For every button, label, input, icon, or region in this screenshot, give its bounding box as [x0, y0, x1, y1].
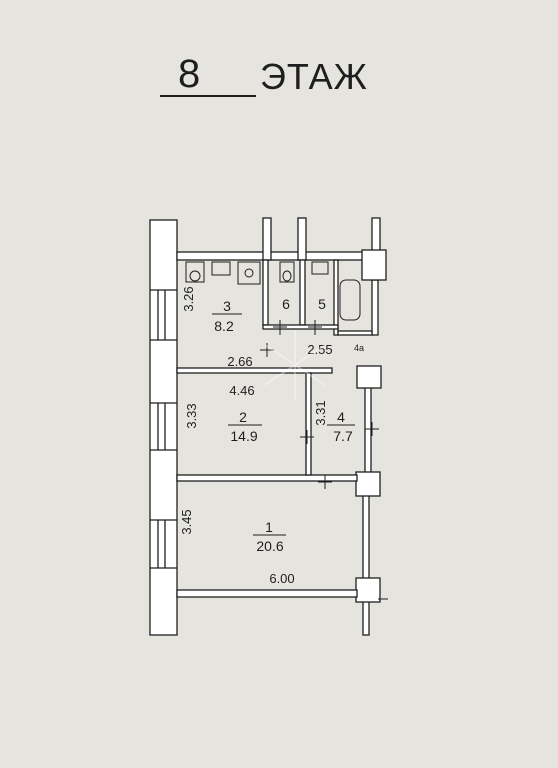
dim-room1-width: 6.00 [269, 571, 294, 586]
room-2-area: 14.9 [230, 428, 257, 444]
column [356, 365, 382, 389]
dim-room2-width: 4.46 [229, 383, 254, 398]
toilet-bowl-icon [189, 270, 201, 282]
watermark-emblem-icon [264, 330, 326, 400]
room-3-number: 3 [223, 298, 231, 314]
dim-room1-height: 3.45 [179, 509, 194, 534]
dimension-labels: 3.26 2.66 2.55 4.46 3.33 3.31 3.45 6.00 [179, 286, 333, 586]
right-wall [362, 599, 370, 636]
bathtub-icon [339, 279, 361, 321]
partition-wall [176, 474, 358, 482]
sink-icon [211, 261, 231, 276]
right-wall [371, 279, 379, 336]
column [355, 471, 381, 497]
room-4-area: 7.7 [333, 428, 353, 444]
room-4a-number: 4а [354, 343, 364, 353]
room-labels: 3 8.2 6 5 4а 2 14.9 4 7.7 1 20.6 [212, 296, 364, 554]
facade-wall [149, 219, 178, 636]
partition-wall [262, 259, 269, 326]
floor-label: ЭТАЖ [260, 56, 368, 97]
bottom-wall [176, 589, 358, 598]
dim-room4-height: 3.31 [313, 400, 328, 425]
room-1-area: 20.6 [256, 538, 283, 554]
floor-number: 8 [178, 52, 201, 96]
riser-wall [297, 217, 307, 261]
partition-wall [337, 330, 373, 336]
riser-wall [262, 217, 272, 261]
right-wall [362, 494, 370, 581]
sanitary-fixtures [185, 261, 361, 321]
door-markers [260, 320, 388, 600]
room-4-number: 4 [337, 409, 345, 425]
window-bands [150, 289, 177, 569]
partition-wall [176, 367, 333, 374]
partition-wall [305, 372, 312, 476]
watermark [250, 325, 340, 405]
partition-wall [262, 324, 339, 330]
toilet-icon [185, 261, 205, 283]
partition-wall [299, 259, 306, 326]
room-3-area: 8.2 [214, 318, 234, 334]
room-5-number: 5 [318, 296, 326, 312]
dim-room3-height: 3.26 [181, 286, 196, 311]
floor-number-underline [160, 95, 256, 97]
dim-room3-width: 2.66 [227, 354, 252, 369]
toilet-icon [279, 261, 295, 283]
floor-title: 8 ЭТАЖ [0, 0, 558, 130]
column [355, 577, 381, 603]
column [361, 249, 387, 281]
room-1-number: 1 [265, 519, 273, 535]
room-6-number: 6 [282, 296, 290, 312]
dim-room5-width: 2.55 [307, 342, 332, 357]
partition-wall [333, 259, 339, 336]
room-2-number: 2 [239, 409, 247, 425]
dim-room2-height: 3.33 [184, 403, 199, 428]
stove-icon [237, 261, 261, 285]
sink-icon [311, 261, 329, 275]
